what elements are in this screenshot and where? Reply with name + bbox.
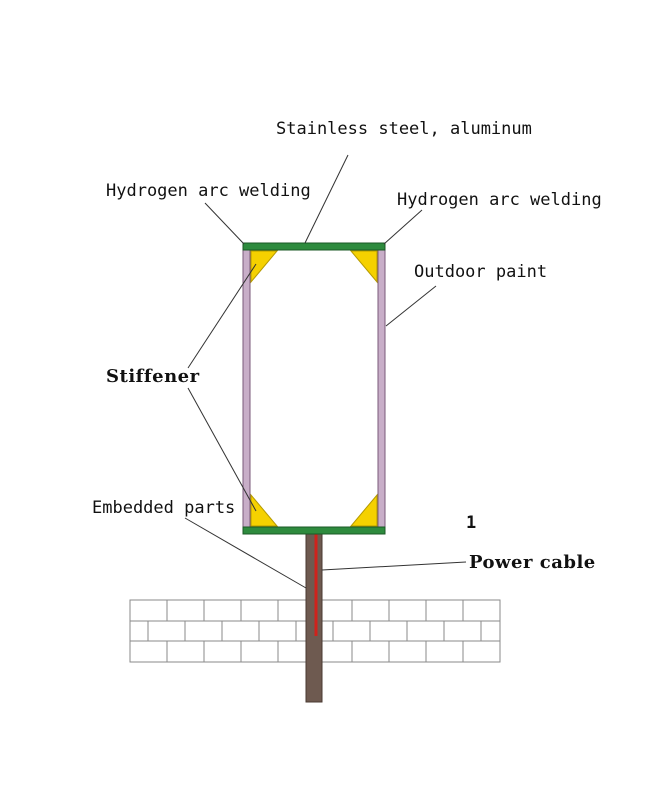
leader-material <box>304 154 349 244</box>
weld-right-label: Hydrogen arc welding <box>397 190 602 210</box>
leader-weld-right <box>383 209 423 245</box>
embedded-parts-label: Embedded parts <box>92 498 235 518</box>
stiffener-bottom-left <box>250 493 279 527</box>
left-wall <box>242 249 251 529</box>
stiffener-label: Stiffener <box>106 366 200 387</box>
stray-mark: 1 <box>466 513 476 533</box>
outdoor-paint-label: Outdoor paint <box>414 262 547 282</box>
leader-stiffener-top <box>187 263 257 369</box>
embedded-post <box>305 529 323 703</box>
sign-frame <box>242 242 386 535</box>
bottom-plate <box>242 526 386 535</box>
leader-power-cable <box>321 561 467 571</box>
weld-left-label: Hydrogen arc welding <box>106 181 311 201</box>
stiffener-bottom-right <box>349 493 378 527</box>
power-cable-label: Power cable <box>469 552 596 573</box>
leader-lines <box>184 154 467 589</box>
material-label: Stainless steel, aluminum <box>276 119 532 139</box>
leader-weld-left <box>204 202 245 245</box>
stiffener-top-right <box>349 250 378 284</box>
leader-stiffener-bottom <box>187 387 257 512</box>
right-wall <box>377 249 386 529</box>
leader-embedded-parts <box>184 517 307 589</box>
leader-outdoor-paint <box>385 285 437 327</box>
stiffener-top-left <box>250 250 279 284</box>
top-plate <box>242 242 386 251</box>
